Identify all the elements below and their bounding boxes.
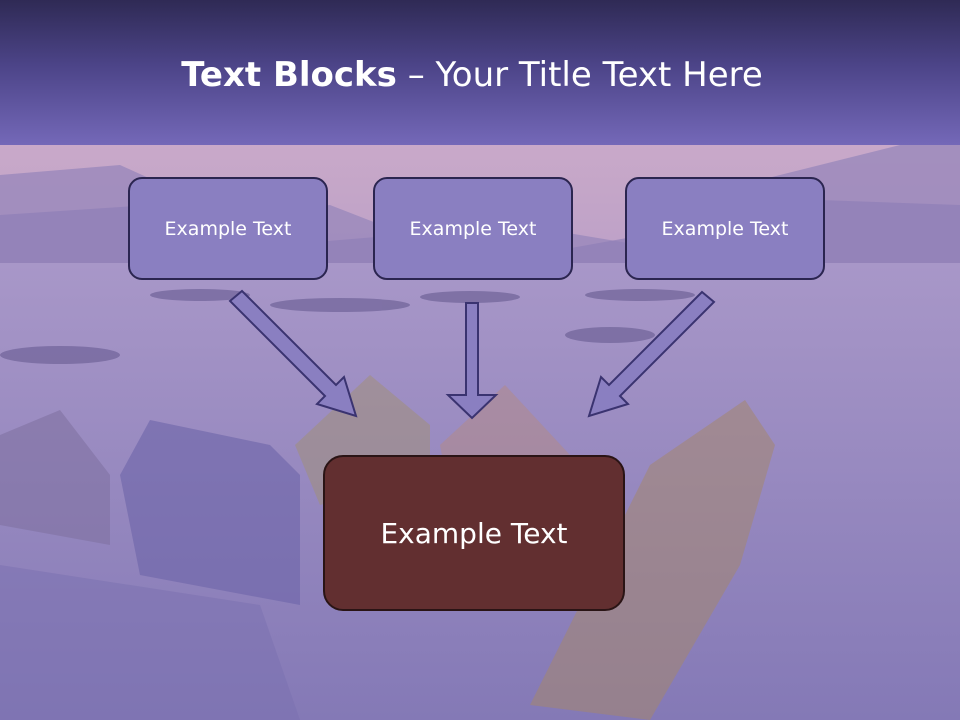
arrow-down-right-icon [228, 289, 358, 418]
target-text-block-label: Example Text [380, 516, 568, 550]
text-block-1-label: Example Text [164, 217, 292, 240]
arrow-down-left-icon [587, 290, 716, 418]
title-bar: Text Blocks – Your Title Text Here [0, 0, 960, 145]
title-bold-text: Text Blocks [181, 55, 397, 95]
text-block-3-label: Example Text [661, 217, 789, 240]
title-separator: – [396, 55, 436, 95]
slide-title: Text Blocks – Your Title Text Here [0, 52, 944, 98]
arrow-down-icon [445, 302, 499, 420]
text-block-3[interactable]: Example Text [625, 177, 825, 280]
text-block-2[interactable]: Example Text [373, 177, 573, 280]
target-text-block[interactable]: Example Text [323, 455, 625, 611]
text-block-2-label: Example Text [409, 217, 537, 240]
title-regular-text: Your Title Text Here [435, 55, 763, 95]
text-block-1[interactable]: Example Text [128, 177, 328, 280]
